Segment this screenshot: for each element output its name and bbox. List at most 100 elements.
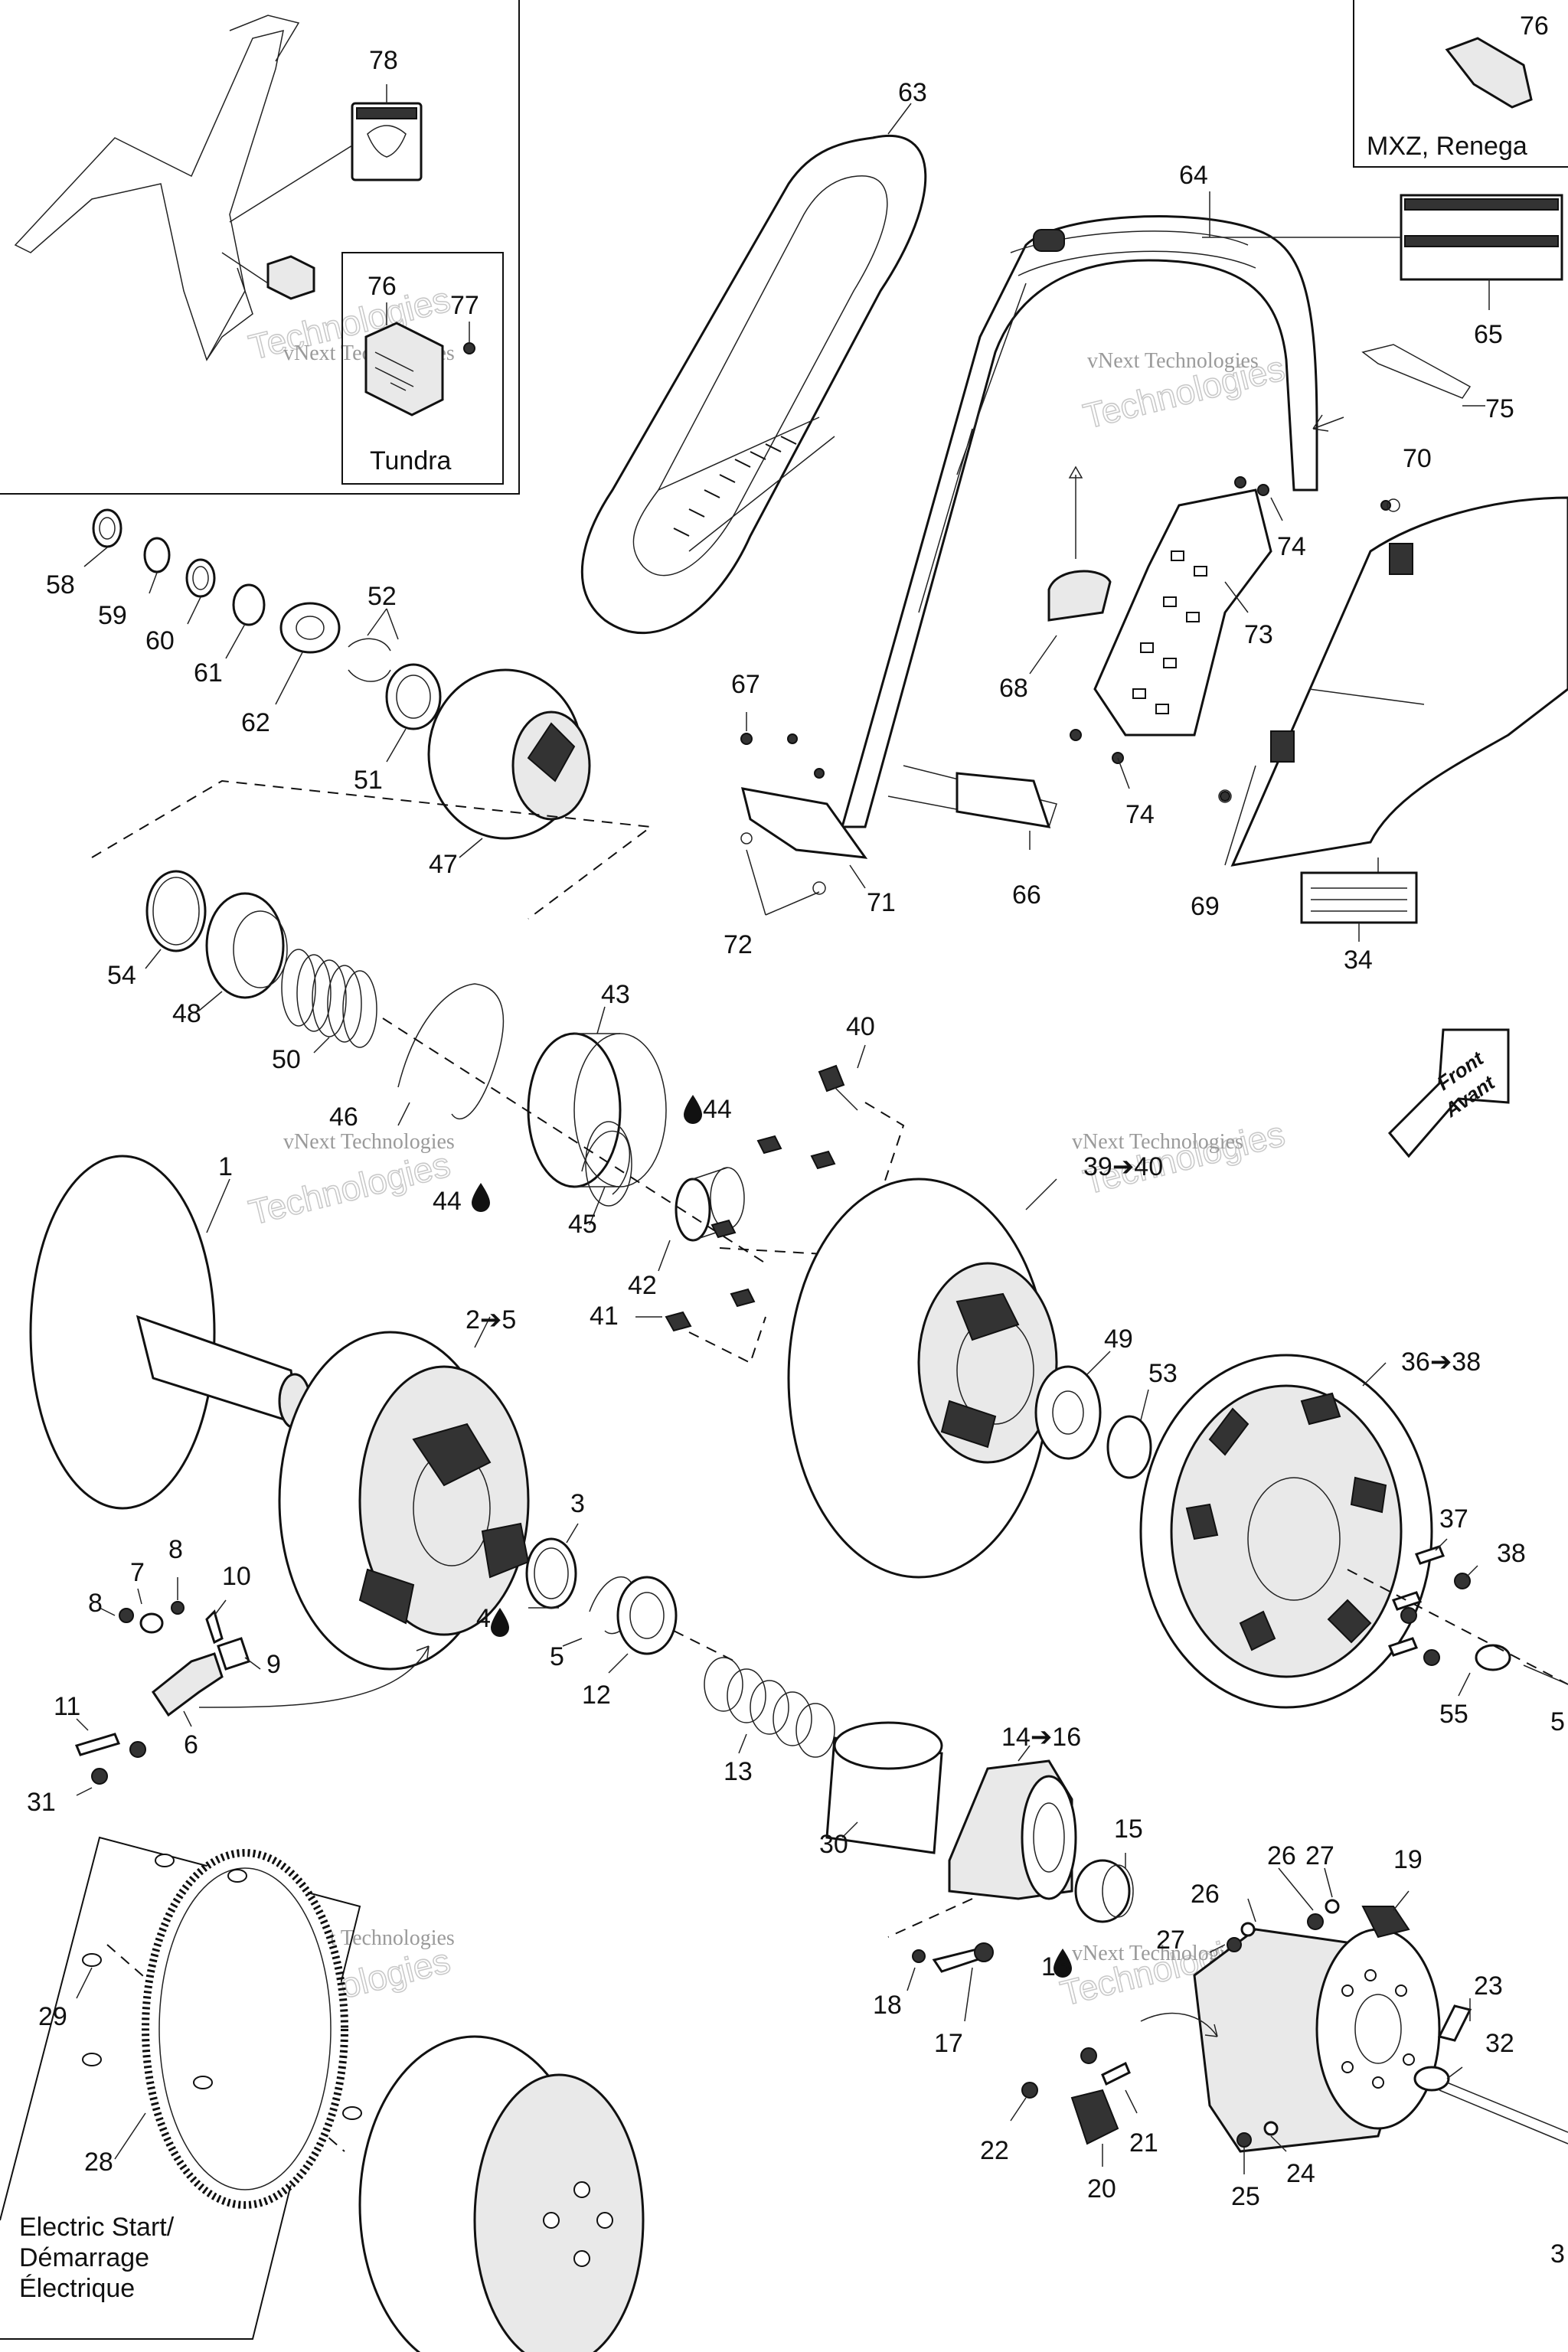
- part-label: 13: [724, 1757, 753, 1786]
- tundra-clip-part: [364, 322, 444, 416]
- part-label: 14➔16: [1001, 1723, 1081, 1752]
- driven-pulley: [1010, 1867, 1568, 2174]
- screw-part: [1234, 476, 1246, 488]
- lever-arm-part: [151, 1652, 224, 1717]
- pin-part: [1414, 1545, 1446, 1565]
- nut-part: [171, 1601, 185, 1615]
- part-label: 66: [1012, 880, 1041, 910]
- washer-part: [912, 1949, 926, 1963]
- part-label: 40: [846, 1012, 875, 1041]
- ring-part: [143, 537, 171, 573]
- grease-drop-icon: [684, 1095, 702, 1124]
- clip-ring-part: [581, 1130, 630, 1195]
- circlip-part: [397, 983, 505, 1120]
- ring-part: [232, 583, 266, 626]
- part-label: 60: [145, 626, 175, 655]
- part-label: 38: [1497, 1539, 1526, 1568]
- part-label: 46: [329, 1102, 358, 1132]
- tundra-box: [341, 252, 504, 485]
- part-label: 21: [1129, 2128, 1158, 2158]
- part-label: 68: [999, 674, 1028, 703]
- driven-sheave: [787, 1178, 1152, 1579]
- mount-plate: [956, 772, 1051, 828]
- bolt-part: [342, 2106, 362, 2120]
- grease-drops: [472, 1095, 1072, 1978]
- lever-group: [74, 1577, 430, 1796]
- panel-body: [1230, 496, 1568, 867]
- washer-part: [616, 1576, 678, 1655]
- slider-part: [710, 1219, 737, 1239]
- nut-part: [740, 733, 753, 745]
- drive-pulley-top: [83, 508, 591, 858]
- part-label: 78: [369, 46, 398, 75]
- part-label: 42: [628, 1271, 657, 1300]
- spring-group: [91, 779, 653, 1054]
- screw-part: [1021, 2082, 1038, 2099]
- tundra-label: Tundra: [370, 446, 452, 475]
- nut-part: [1227, 1937, 1242, 1952]
- bracket-part: [1361, 1906, 1410, 1939]
- watermark: vNext Technologies: [1087, 349, 1259, 373]
- part-label: 26: [1191, 1880, 1220, 1909]
- bearing-part: [385, 663, 442, 730]
- nut-part: [787, 733, 798, 744]
- nut-part: [119, 1608, 134, 1623]
- washer-part: [279, 602, 341, 654]
- info-label: [1300, 871, 1418, 924]
- electric-start-label: Démarrage: [19, 2243, 149, 2272]
- part-label: 30: [819, 1830, 848, 1859]
- part-label: 65: [1474, 320, 1503, 349]
- screw-part: [1070, 729, 1082, 741]
- washer-part: [1240, 1922, 1256, 1937]
- clutch-group: [1139, 1354, 1568, 1709]
- screw-part: [818, 1064, 845, 1093]
- bolt-part: [155, 1854, 175, 1867]
- part-label: 18: [873, 1991, 902, 2020]
- part-label: 74: [1277, 532, 1306, 561]
- pin-part: [1101, 2061, 1131, 2086]
- part-label: 26: [1267, 1841, 1296, 1870]
- electric-start-inset: Electric Start/ Démarrage Électrique: [0, 1836, 645, 2352]
- part-label: 24: [1286, 2159, 1315, 2188]
- tundra-inset: Tundra: [0, 0, 520, 495]
- mxz-clip-part: [1445, 37, 1533, 109]
- part-label: 45: [568, 1210, 597, 1239]
- part-label: 20: [1087, 2174, 1116, 2203]
- part-label: 71: [867, 888, 896, 917]
- mxz-inset: MXZ, Renega: [1353, 0, 1568, 168]
- nut-part: [1307, 1913, 1324, 1930]
- part-label: 23: [1474, 1971, 1503, 2001]
- part-label: 3: [1550, 2239, 1565, 2269]
- nut-part: [814, 768, 825, 779]
- washer-part: [1413, 2066, 1450, 2092]
- part-label: 27: [1156, 1926, 1185, 1955]
- part-label: 74: [1125, 800, 1155, 829]
- screw-part: [463, 342, 475, 354]
- part-label: 19: [1393, 1845, 1423, 1874]
- bolt-part: [1437, 2004, 1472, 2042]
- fastener-part: [1380, 500, 1391, 511]
- watermark: vNext Technologies: [1072, 1130, 1243, 1154]
- slider-part: [756, 1135, 782, 1155]
- part-label: 61: [194, 658, 223, 688]
- washer-part: [1475, 1644, 1511, 1671]
- part-label: 11: [54, 1692, 80, 1721]
- part-label: 75: [1485, 394, 1514, 423]
- pin-part: [1387, 1637, 1419, 1657]
- coil-spring-part: [704, 1657, 835, 1758]
- belt-outer: [580, 135, 927, 635]
- screw-part: [129, 1741, 146, 1758]
- part-label: 58: [46, 570, 75, 599]
- screw-part: [1257, 484, 1269, 496]
- part-label: 62: [241, 708, 270, 737]
- part-label: 8: [168, 1535, 183, 1564]
- part-label: 5: [550, 1642, 564, 1671]
- part-label: 44: [703, 1095, 732, 1124]
- mount-part: [740, 787, 868, 859]
- part-label: 55: [1439, 1700, 1468, 1729]
- part-label: 31: [27, 1788, 56, 1817]
- part-label: 54: [107, 961, 136, 990]
- bolt-part: [82, 1953, 102, 1967]
- part-label: 64: [1179, 161, 1208, 190]
- part-label: 32: [1485, 2029, 1514, 2058]
